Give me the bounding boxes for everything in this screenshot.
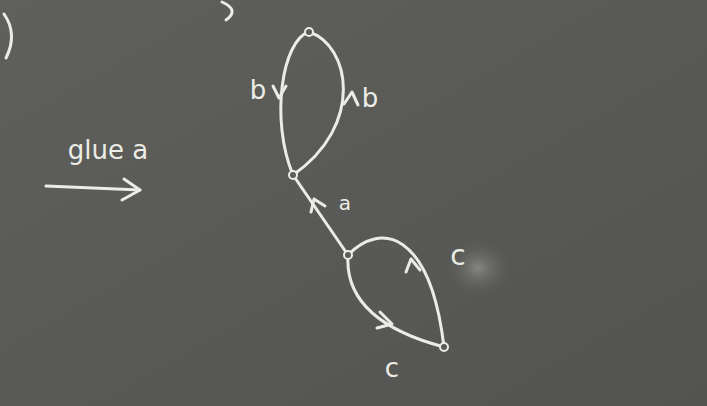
annotation: glue a: [68, 137, 148, 163]
glue-arrow: [46, 186, 140, 190]
graph-edge: [348, 238, 444, 347]
arrow-head: [406, 259, 420, 272]
graph-edge: [348, 255, 444, 347]
arrow-head: [311, 199, 325, 212]
graph-vertex: [440, 343, 448, 351]
graph-edge: [293, 32, 343, 175]
edge-label: b: [362, 85, 379, 111]
arrow-head: [273, 86, 286, 98]
edge-label: b: [250, 77, 267, 103]
chalk-mark: [222, 2, 232, 20]
graph-edge: [281, 32, 309, 175]
graph-vertex: [344, 251, 352, 259]
arrow-head: [122, 179, 140, 200]
graph-edge: [293, 175, 348, 255]
chalk-mark: [4, 14, 12, 58]
arrow-head: [377, 312, 392, 328]
edge-label: a: [339, 193, 351, 213]
eraser-smudge: [444, 238, 512, 298]
edge-label: c: [450, 242, 465, 270]
arrow-head: [344, 92, 358, 105]
graph-vertex: [289, 171, 297, 179]
graph-vertex: [305, 28, 313, 36]
edge-label: c: [385, 355, 399, 381]
